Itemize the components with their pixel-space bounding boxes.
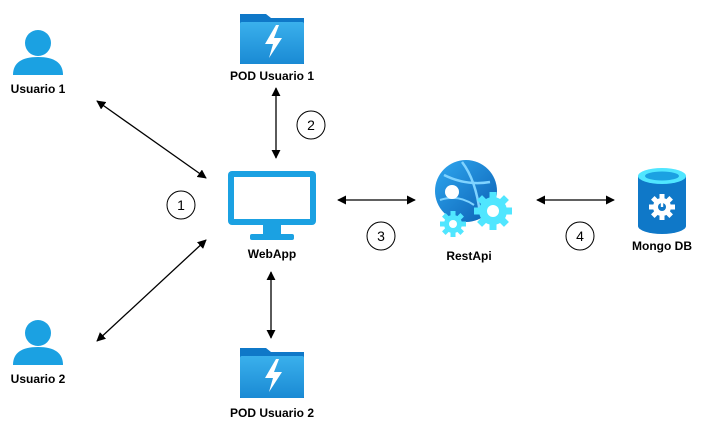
step-1-label: 1 [177, 197, 185, 213]
folder-bolt-icon [240, 14, 304, 64]
step-3: 3 [366, 221, 396, 251]
step-2: 2 [296, 110, 326, 140]
user-icon [13, 320, 63, 365]
node-usuario-2[interactable]: Usuario 2 [11, 320, 66, 386]
node-pod-usuario-2[interactable]: POD Usuario 2 [230, 348, 314, 420]
globe-gears-icon [435, 160, 512, 237]
connector-user1-webapp [96, 100, 207, 179]
mongo-db-label: Mongo DB [632, 239, 692, 253]
node-pod-usuario-1[interactable]: POD Usuario 1 [230, 14, 314, 83]
database-gear-icon [638, 168, 686, 234]
connector-user2-webapp [96, 239, 207, 342]
step-2-label: 2 [307, 117, 315, 133]
restapi-label: RestApi [446, 249, 491, 263]
webapp-label: WebApp [248, 247, 296, 261]
folder-bolt-icon [240, 348, 304, 398]
pod-usuario-2-label: POD Usuario 2 [230, 406, 314, 420]
node-mongo-db[interactable]: Mongo DB [632, 168, 692, 253]
step-1: 1 [166, 190, 196, 220]
usuario-2-label: Usuario 2 [11, 372, 66, 386]
monitor-icon [228, 171, 316, 240]
step-3-label: 3 [377, 228, 385, 244]
usuario-1-label: Usuario 1 [11, 82, 66, 96]
node-usuario-1[interactable]: Usuario 1 [11, 30, 66, 96]
step-4-label: 4 [576, 228, 584, 244]
user-icon [13, 30, 63, 75]
step-4: 4 [565, 221, 595, 251]
node-webapp[interactable]: WebApp [228, 171, 316, 261]
node-restapi[interactable]: RestApi [435, 160, 512, 263]
pod-usuario-1-label: POD Usuario 1 [230, 69, 314, 83]
